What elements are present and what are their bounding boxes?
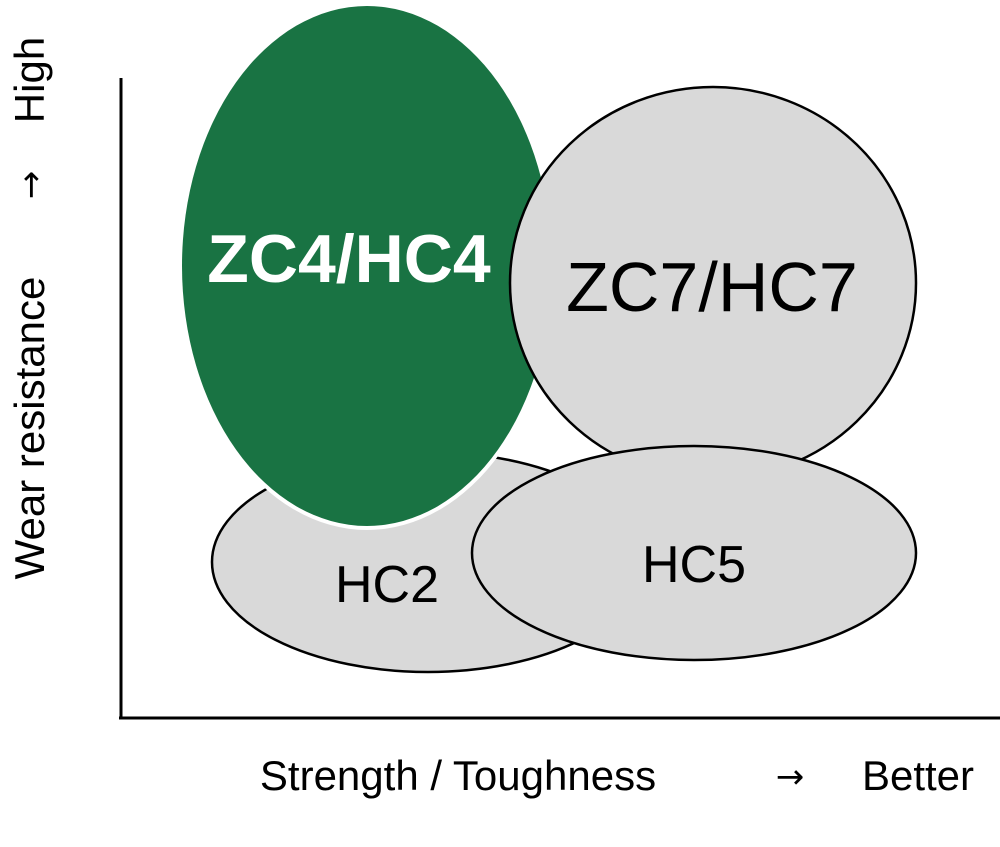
region-label-zc7-hc7: ZC7/HC7 (566, 248, 858, 326)
region-label-hc2: HC2 (335, 556, 439, 614)
y-axis-label: Wear resistance (6, 277, 53, 580)
y-axis-arrow: → (11, 171, 51, 200)
y-axis-direction-label: High (6, 37, 53, 123)
x-axis-direction-label: Better (862, 752, 974, 799)
region-hc5 (470, 444, 918, 662)
region-label-zc4-hc4: ZC4/HC4 (207, 221, 491, 297)
region-zc4-hc4 (182, 6, 552, 526)
region-label-hc5: HC5 (642, 536, 746, 594)
x-axis-label: Strength / Toughness (260, 752, 656, 799)
x-axis-arrow: → (776, 757, 805, 797)
